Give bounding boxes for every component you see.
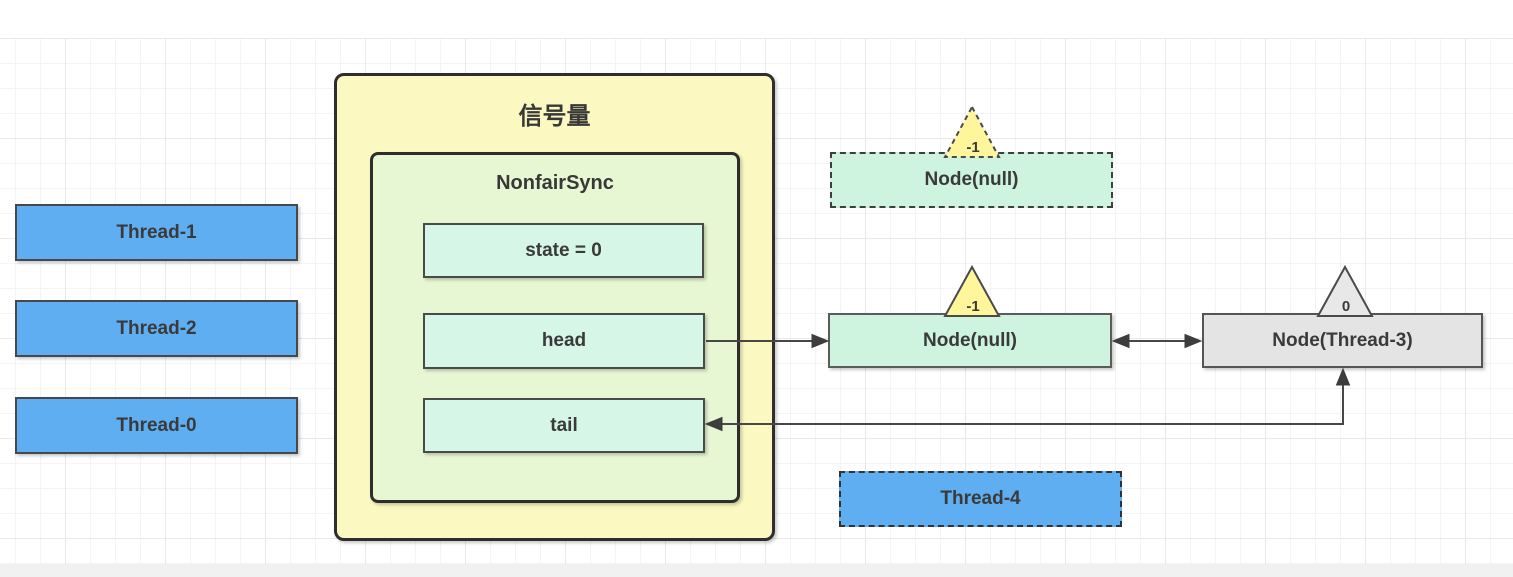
tail-field-box: tail	[423, 398, 705, 453]
shadow-node-box: Node(null)	[830, 152, 1113, 208]
head-node-label: Node(null)	[923, 329, 1017, 351]
head-field-box: head	[423, 313, 705, 369]
head-node-box: Node(null)	[828, 313, 1112, 368]
nonfairsync-title: NonfairSync	[496, 172, 614, 194]
head-node-waitstatus-value: -1	[966, 298, 979, 315]
shadow-node-label: Node(null)	[924, 169, 1019, 190]
thread-1-box: Thread-1	[15, 204, 298, 261]
tail-field-label: tail	[550, 414, 578, 436]
head-node-waitstatus-triangle-icon: -1	[943, 264, 1001, 317]
shadow-node-waitstatus-value: -1	[966, 139, 979, 156]
canvas-bottom-edge	[0, 564, 1513, 577]
shadow-node-waitstatus-triangle-icon: -1	[943, 104, 1001, 158]
thread-4-box: Thread-4	[839, 471, 1122, 527]
thread-2-label: Thread-2	[116, 317, 197, 339]
thread-0-label: Thread-0	[116, 414, 197, 436]
thread-0-box: Thread-0	[15, 397, 298, 454]
head-field-label: head	[541, 330, 587, 351]
tail-node-waitstatus-value: 0	[1342, 298, 1350, 315]
thread-4-label: Thread-4	[940, 488, 1021, 509]
tail-node-label: Node(Thread-3)	[1272, 329, 1413, 351]
state-field-box: state = 0	[423, 223, 704, 278]
semaphore-title: 信号量	[518, 103, 591, 130]
tail-node-box: Node(Thread-3)	[1202, 313, 1483, 368]
state-field-label: state = 0	[525, 239, 602, 261]
thread-2-box: Thread-2	[15, 300, 298, 357]
thread-1-label: Thread-1	[116, 221, 197, 243]
tail-node-waitstatus-triangle-icon: 0	[1316, 264, 1374, 317]
